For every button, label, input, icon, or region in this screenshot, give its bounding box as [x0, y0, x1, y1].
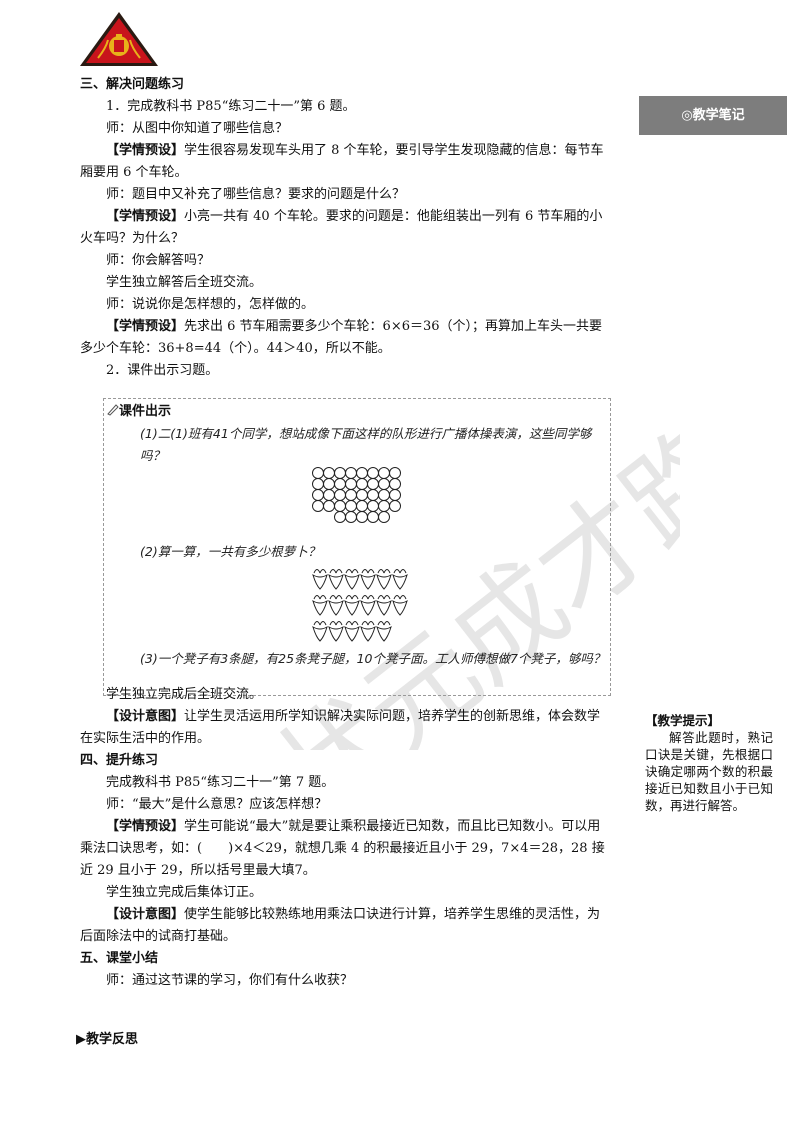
radish-figure — [312, 569, 408, 642]
s3-p8: 师：说说你是怎样想的，怎样做的。 — [106, 297, 315, 312]
s4-p5: 【设计意图】使学生能够比较熟练地用乘法口诀进行计算，培养学生思维的灵活性，为后面… — [80, 904, 610, 948]
tag-design-intent: 【设计意图】 — [106, 907, 185, 922]
s3-p9-text: 先求出 6 节车厢需要多少个车轮：6×6＝36（个）；再算加上车头一共要多少个车… — [80, 319, 603, 356]
teaching-tip-body: 解答此题时，熟记口诀是关键，先根据口诀确定哪两个数的积最接近已知数且小于已知数，… — [645, 730, 773, 813]
section5-title: 五、课堂小结 — [80, 951, 159, 966]
courseware-q2: (2)算一算，一共有多少根萝卜？ — [140, 544, 321, 559]
s3-p3: 【学情预设】学生很容易发现车头用了 8 个车轮，要引导学生发现隐藏的信息：每节车… — [80, 140, 610, 184]
teaching-notes-label: ◎教学笔记 — [681, 108, 745, 123]
s3-p4: 师：题目中又补充了哪些信息？要求的问题是什么？ — [106, 187, 406, 202]
courseware-q1: (1)二(1)班有41个同学，想站成像下面这样的队形进行广播体操表演，这些同学够… — [140, 426, 592, 463]
publisher-logo — [80, 12, 158, 66]
s3-p3-text: 学生很容易发现车头用了 8 个车轮，要引导学生发现隐藏的信息：每节车厢要用 6 … — [80, 143, 604, 180]
main-content-2: 学生独立完成后全班交流。 【设计意图】让学生灵活运用所学知识解决实际问题，培养学… — [80, 684, 610, 992]
s4-p3-text: 学生可能说“最大”就是要让乘积最接近已知数，而且比已知数小。可以用乘法口诀思考，… — [80, 819, 605, 878]
s4-p3: 【学情预设】学生可能说“最大”就是要让乘积最接近已知数，而且比已知数小。可以用乘… — [80, 816, 610, 882]
s3-p6: 师：你会解答吗？ — [106, 253, 211, 268]
s4-p1: 完成教科书 P85“练习二十一”第 7 题。 — [106, 775, 335, 790]
section3-title: 三、解决问题练习 — [80, 77, 185, 92]
s3-p9: 【学情预设】先求出 6 节车厢需要多少个车轮：6×6＝36（个）；再算加上车头一… — [80, 316, 610, 360]
s4-p2: 师：“最大”是什么意思？应该怎样想？ — [106, 797, 328, 812]
main-content: 三、解决问题练习 1．完成教科书 P85“练习二十一”第 6 题。 师：从图中你… — [80, 74, 610, 382]
s4-p4: 学生独立完成后集体订正。 — [106, 885, 263, 900]
pencil-icon — [107, 404, 119, 416]
section4-title: 四、提升练习 — [80, 753, 159, 768]
s3-p1: 1．完成教科书 P85“练习二十一”第 6 题。 — [106, 99, 356, 114]
s3-p2: 师：从图中你知道了哪些信息？ — [106, 121, 289, 136]
tag-design-intent: 【设计意图】 — [106, 709, 185, 724]
teaching-reflection-heading: ▶教学反思 — [76, 1032, 138, 1047]
teaching-notes-box: ◎教学笔记 — [639, 96, 787, 135]
tag-learning-preview: 【学情预设】 — [106, 209, 185, 224]
courseware-frame — [103, 398, 611, 696]
circle-formation-figure — [312, 467, 401, 523]
courseware-label: 课件出示 — [119, 404, 172, 419]
tag-learning-preview: 【学情预设】 — [106, 143, 185, 158]
courseware-q3: (3)一个凳子有3条腿，有25条凳子腿，10个凳子面。工人师傅想做7个凳子，够吗… — [140, 651, 606, 666]
s3-p5-text: 小亮一共有 40 个车轮。要求的问题是：他能组装出一列有 6 节车厢的小火车吗？… — [80, 209, 603, 246]
teaching-tip: 【教学提示】 解答此题时，熟记口诀是关键，先根据口诀确定哪两个数的积最接近已知数… — [645, 712, 773, 814]
teaching-tip-title: 【教学提示】 — [645, 713, 721, 728]
after-p1: 学生独立完成后全班交流。 — [106, 687, 263, 702]
after-p2-text: 让学生灵活运用所学知识解决实际问题，培养学生的创新思维，体会数学在实际生活中的作… — [80, 709, 601, 746]
s4-p5-text: 使学生能够比较熟练地用乘法口诀进行计算，培养学生思维的灵活性，为后面除法中的试商… — [80, 907, 601, 944]
tag-learning-preview: 【学情预设】 — [106, 819, 185, 834]
tag-learning-preview: 【学情预设】 — [106, 319, 185, 334]
s5-p1: 师：通过这节课的学习，你们有什么收获？ — [106, 973, 354, 988]
after-p2: 【设计意图】让学生灵活运用所学知识解决实际问题，培养学生的创新思维，体会数学在实… — [80, 706, 610, 750]
s3-p10: 2．课件出示习题。 — [106, 363, 219, 378]
s3-p7: 学生独立解答后全班交流。 — [106, 275, 263, 290]
s3-p5: 【学情预设】小亮一共有 40 个车轮。要求的问题是：他能组装出一列有 6 节车厢… — [80, 206, 610, 250]
